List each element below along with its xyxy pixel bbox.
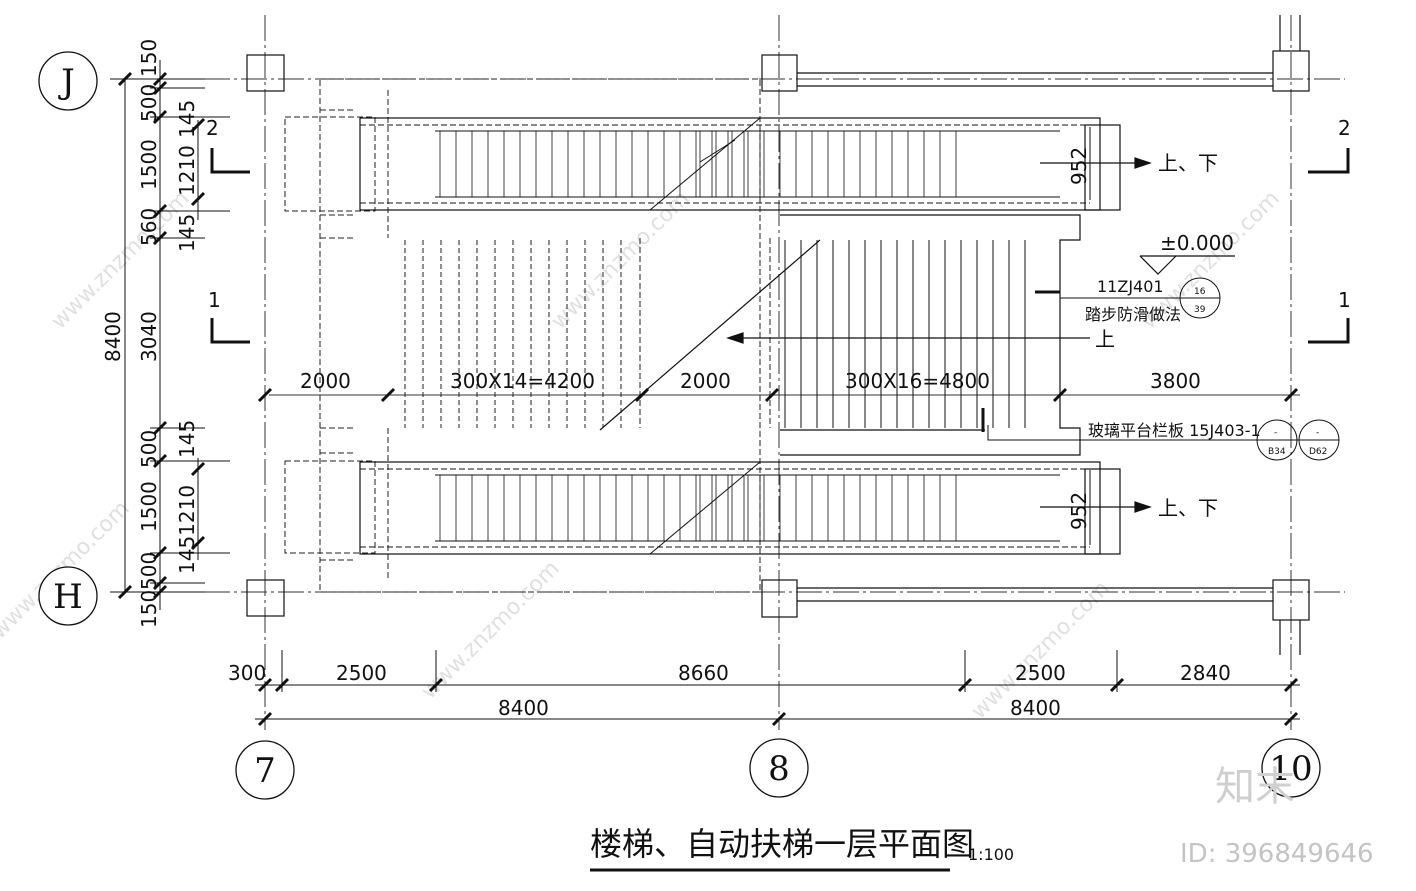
escalator-bottom-steps (439, 475, 957, 541)
elevation-marker (1139, 255, 1235, 275)
dim-145-b: 145 (175, 214, 199, 252)
stair-outline-solid (599, 214, 1081, 456)
dim-2000-mid: 2000 (680, 369, 731, 393)
axis-label-10: 10 (1269, 749, 1312, 789)
dim-952-bottom: 952 (1067, 492, 1091, 530)
bottom-dimension-ticks (257, 677, 1299, 727)
section-mark-label: 2 (1338, 116, 1351, 140)
reference-description: 踏步防滑做法 (1085, 305, 1181, 324)
drawing-scale: 1:100 (968, 845, 1014, 864)
reference-code: 11ZJ401 (1097, 277, 1164, 296)
railing-leader (987, 419, 1340, 461)
section-mark-label: 2 (206, 116, 219, 140)
dim-500-b2: 500 (137, 552, 161, 590)
stair-treads-left-flight (404, 240, 622, 428)
dim-2500-right: 2500 (1015, 661, 1066, 685)
railing-ref2-top: - (1316, 428, 1319, 438)
watermark-brand: 知末 (1215, 764, 1295, 810)
dim-1500-bottom: 1500 (137, 481, 161, 532)
dim-145-a: 145 (175, 100, 199, 138)
up-down-label-bottom: 上、下 (1158, 496, 1218, 520)
dim-150-bottom: 150 (137, 590, 161, 628)
escalator-bottom (359, 461, 1121, 555)
dim-3040: 3040 (137, 311, 161, 362)
axis-label-8: 8 (768, 749, 790, 789)
section-marks (210, 148, 1350, 344)
dim-3800: 3800 (1150, 369, 1201, 393)
axis-label-h: H (53, 577, 83, 617)
dim-145-c: 145 (175, 420, 199, 458)
dim-150-top: 150 (137, 39, 161, 77)
railing-ref1-top: - (1274, 428, 1277, 438)
elevation-label: ±0.000 (1160, 231, 1234, 255)
railing-ref1-bottom: B34 (1268, 447, 1286, 457)
left-dimension-ticks (117, 71, 206, 600)
dim-8400-left: 8400 (498, 696, 549, 720)
reference-page: 39 (1194, 305, 1206, 315)
bottom-dimension-lines (255, 650, 1300, 720)
watermark-id: ID: 396849646 (1180, 839, 1374, 869)
section-mark-label: 1 (208, 288, 221, 312)
dim-1451210: 1451210 (175, 485, 199, 574)
columns (246, 15, 1310, 655)
reference-number: 16 (1194, 287, 1206, 297)
up-down-label-top: 上、下 (1158, 151, 1218, 175)
dim-8660: 8660 (678, 661, 729, 685)
axis-label-j: J (58, 62, 75, 102)
dim-1210-top: 1210 (175, 145, 199, 196)
dim-2840: 2840 (1180, 661, 1231, 685)
dim-flight-left: 300X14=4200 (450, 369, 595, 393)
railing-ref2-bottom: D62 (1309, 447, 1327, 457)
dim-500-b1: 500 (137, 430, 161, 468)
dim-flight-right: 300X16=4800 (845, 369, 990, 393)
dim-8400-right: 8400 (1010, 696, 1061, 720)
dim-total-8400: 8400 (101, 311, 125, 362)
dim-560: 560 (137, 208, 161, 246)
axis-label-7: 7 (254, 751, 276, 791)
railing-note: 玻璃平台栏板 15J403-1 (1088, 421, 1261, 440)
dim-952-top: 952 (1067, 147, 1091, 185)
section-mark-label: 1 (1338, 288, 1351, 312)
drawing-title: 楼梯、自动扶梯一层平面图 (590, 825, 974, 863)
dim-1500-top: 1500 (137, 139, 161, 190)
stair-outline-dashed (284, 78, 771, 593)
beams (797, 72, 1273, 602)
escalator-top-steps (439, 131, 957, 197)
dim-300: 300 (228, 661, 266, 685)
dim-2500-left: 2500 (336, 661, 387, 685)
dim-500-top: 500 (137, 84, 161, 122)
axis-bubbles (38, 51, 1321, 800)
up-label: 上 (1095, 327, 1115, 351)
middle-dimension-ticks (257, 387, 1299, 403)
dim-2000-left: 2000 (300, 369, 351, 393)
escalator-top (359, 117, 1121, 211)
direction-arrows (726, 157, 1152, 513)
reference-leader (1060, 277, 1221, 319)
stair-treads-right-flight (784, 240, 1026, 428)
